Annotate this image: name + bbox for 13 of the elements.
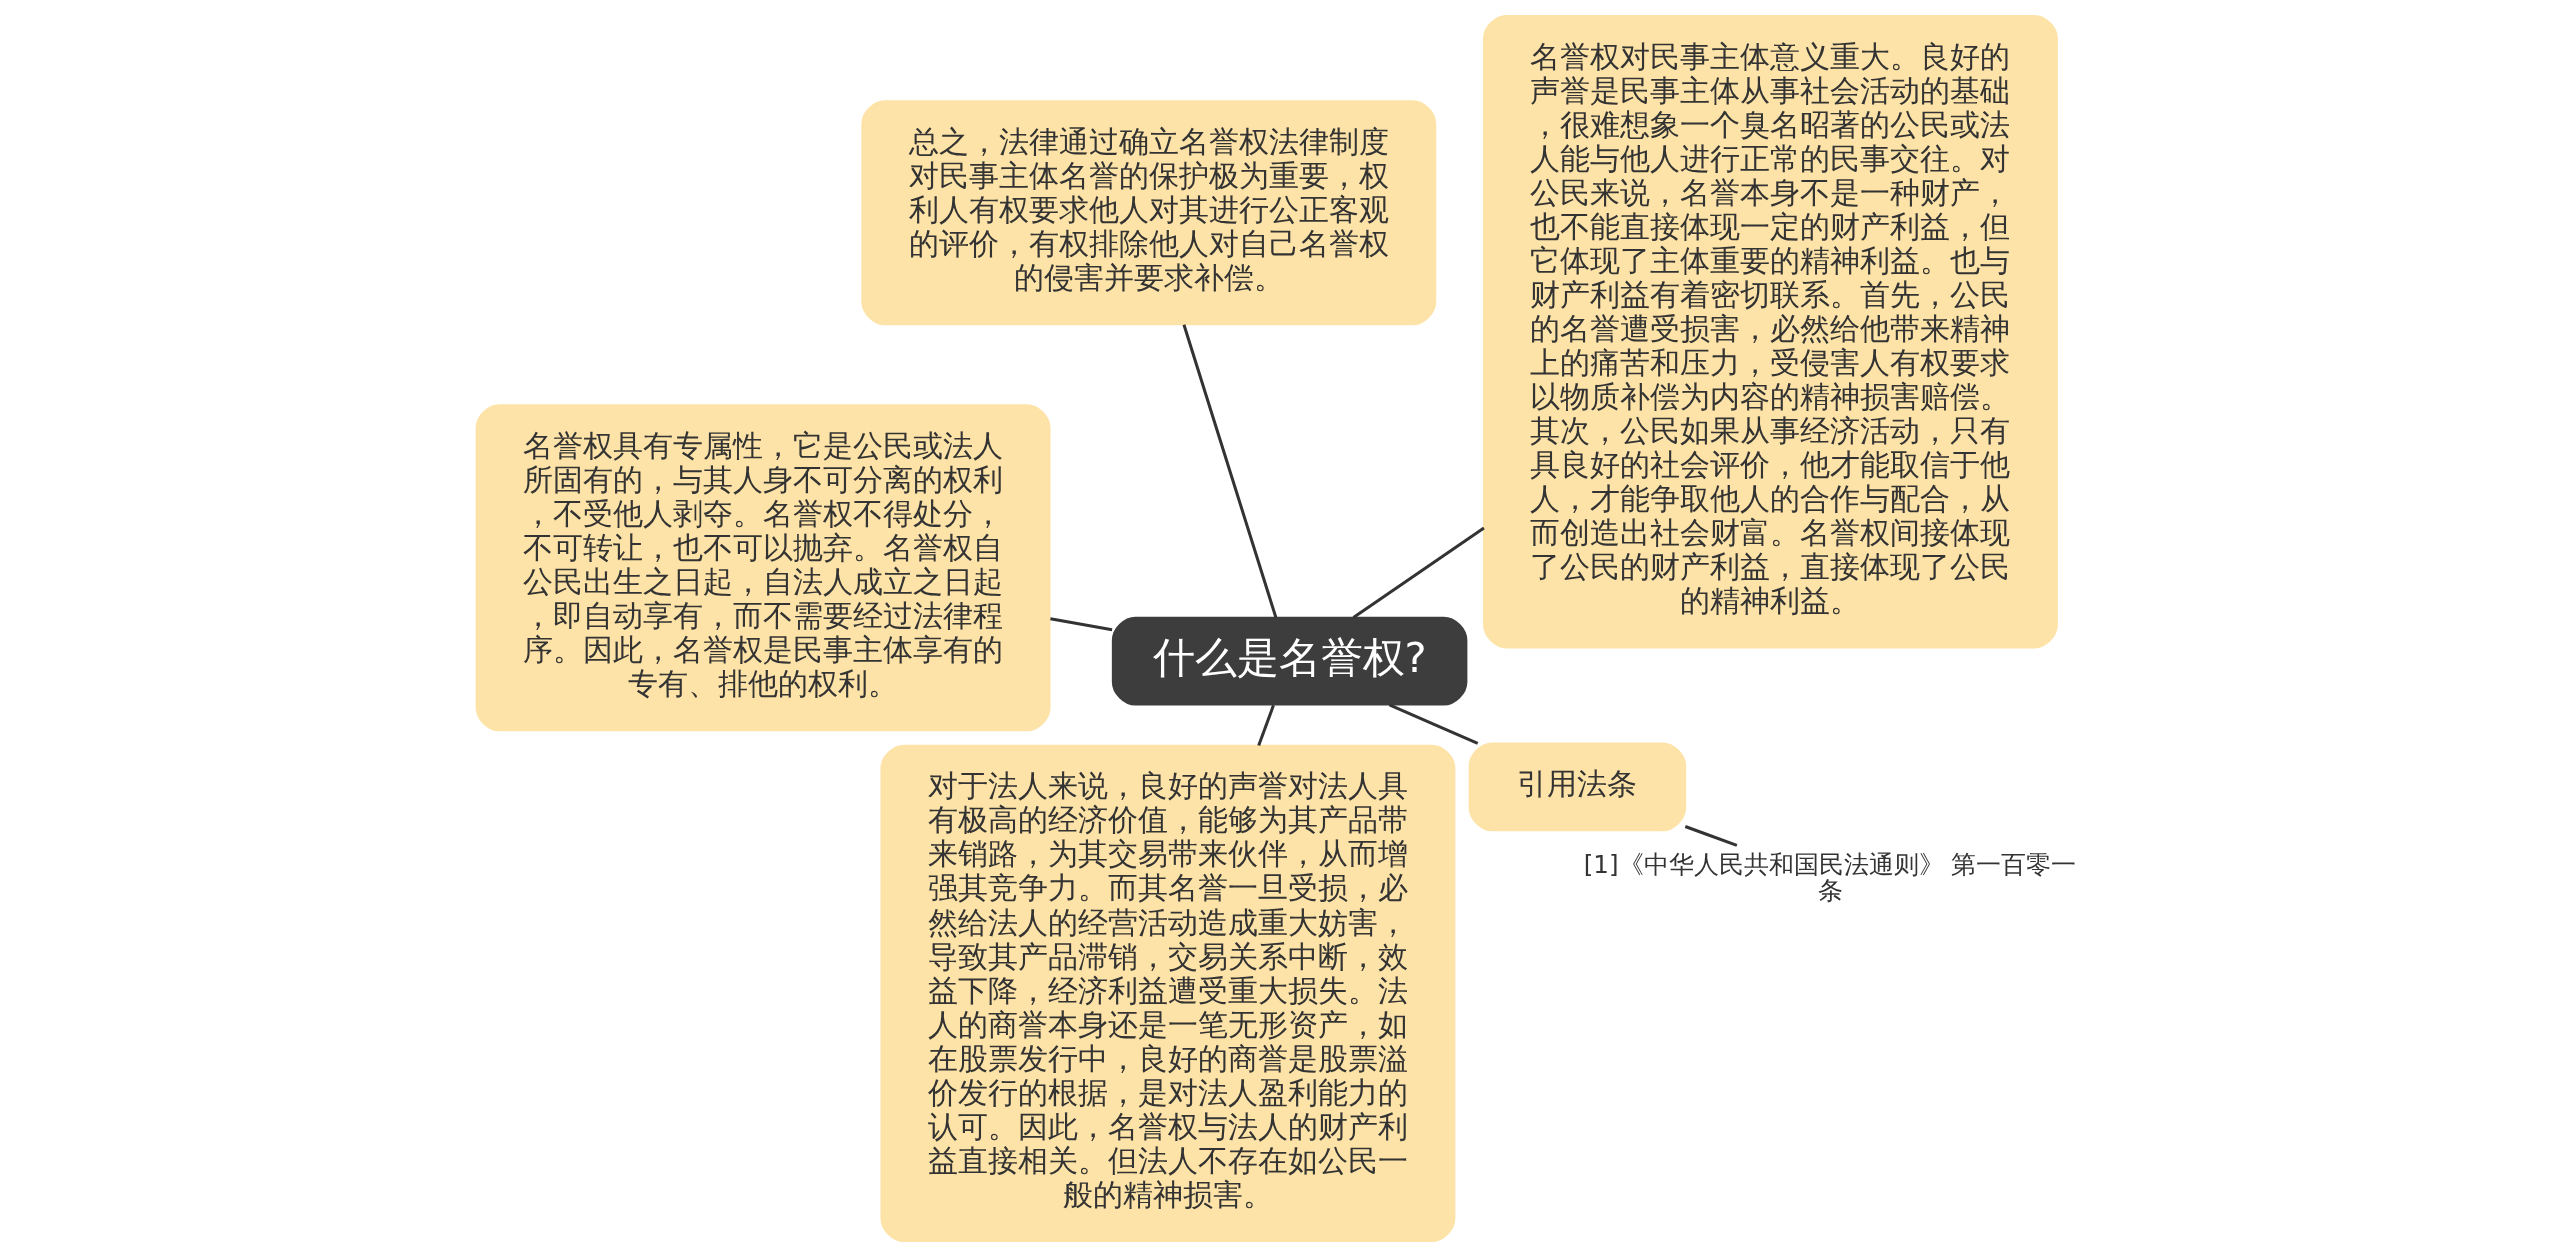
connector <box>1256 704 1275 747</box>
node-box: 引用法条 <box>1468 742 1686 832</box>
connector <box>1182 324 1277 618</box>
node-box: 什么是名誉权? <box>1111 616 1467 706</box>
connector <box>1352 526 1485 619</box>
node-box: 对于法人来说，良好的声誉对法人具有极高的经济价值，能够为其产品带来销路，为其交易带来伙伴，从而增强其竞争力。而其名誉一旦受损，必然给法人的经营活动造成重大妨害，导致其产品滞销，交易关系中断，效益下降，经济利益遭受重大损失。法人的商誉本身还是一笔无形资产，如在股票发行中，良好的商誉是股票溢价发行的根据，是对法人盈利能力的认可。因此，名誉权与法人的财产利益直接相关。但法人不存在如公民一般的精神损害。 <box>879 744 1455 1243</box>
node-box: 名誉权对民事主体意义重大。良好的声誉是民事主体从事社会活动的基础，很难想象一个臭名昭著的公民或法人能与他人进行正常的民事交往。对公民来说，名誉本身不是一种财产，也不能直接体现一定的财产利益，但它体现了主体重要的精神利益。也与财产利益有着密切联系。首先，公民的名誉遭受损害，必然给他带来精神上的痛苦和压力，受侵害人有权要求以物质补偿为内容的精神损害赔偿。其次，公民如果从事经济活动，只有具良好的社会评价，他才能取信于他人，才能争取他人的合作与配合，从而创造出社会财富。名誉权间接体现了公民的财产利益，直接体现了公民的精神利益。 <box>1482 14 2058 649</box>
connector <box>1388 703 1478 745</box>
node-box: 名誉权具有专属性，它是公民或法人所固有的，与其人身不可分离的权利，不受他人剥夺。名誉权不得处分，不可转让，也不可以抛弃。名誉权自公民出生之日起，自法人成立之日起，即自动享有，而不需要经过法律程序。因此，名誉权是民事主体享有的专有、排他的权利。 <box>475 404 1051 732</box>
node-text: [1]《中华人民共和国民法通则》 第一百零一条 <box>1583 849 2076 906</box>
node-box: 总之，法律通过确立名誉权法律制度对民事主体名誉的保护极为重要，权利人有权要求他人对其进行公正客观的评价，有权排除他人对自己名誉权的侵害并要求补偿。 <box>860 100 1436 326</box>
connector <box>1049 617 1112 632</box>
connector <box>1684 825 1737 847</box>
